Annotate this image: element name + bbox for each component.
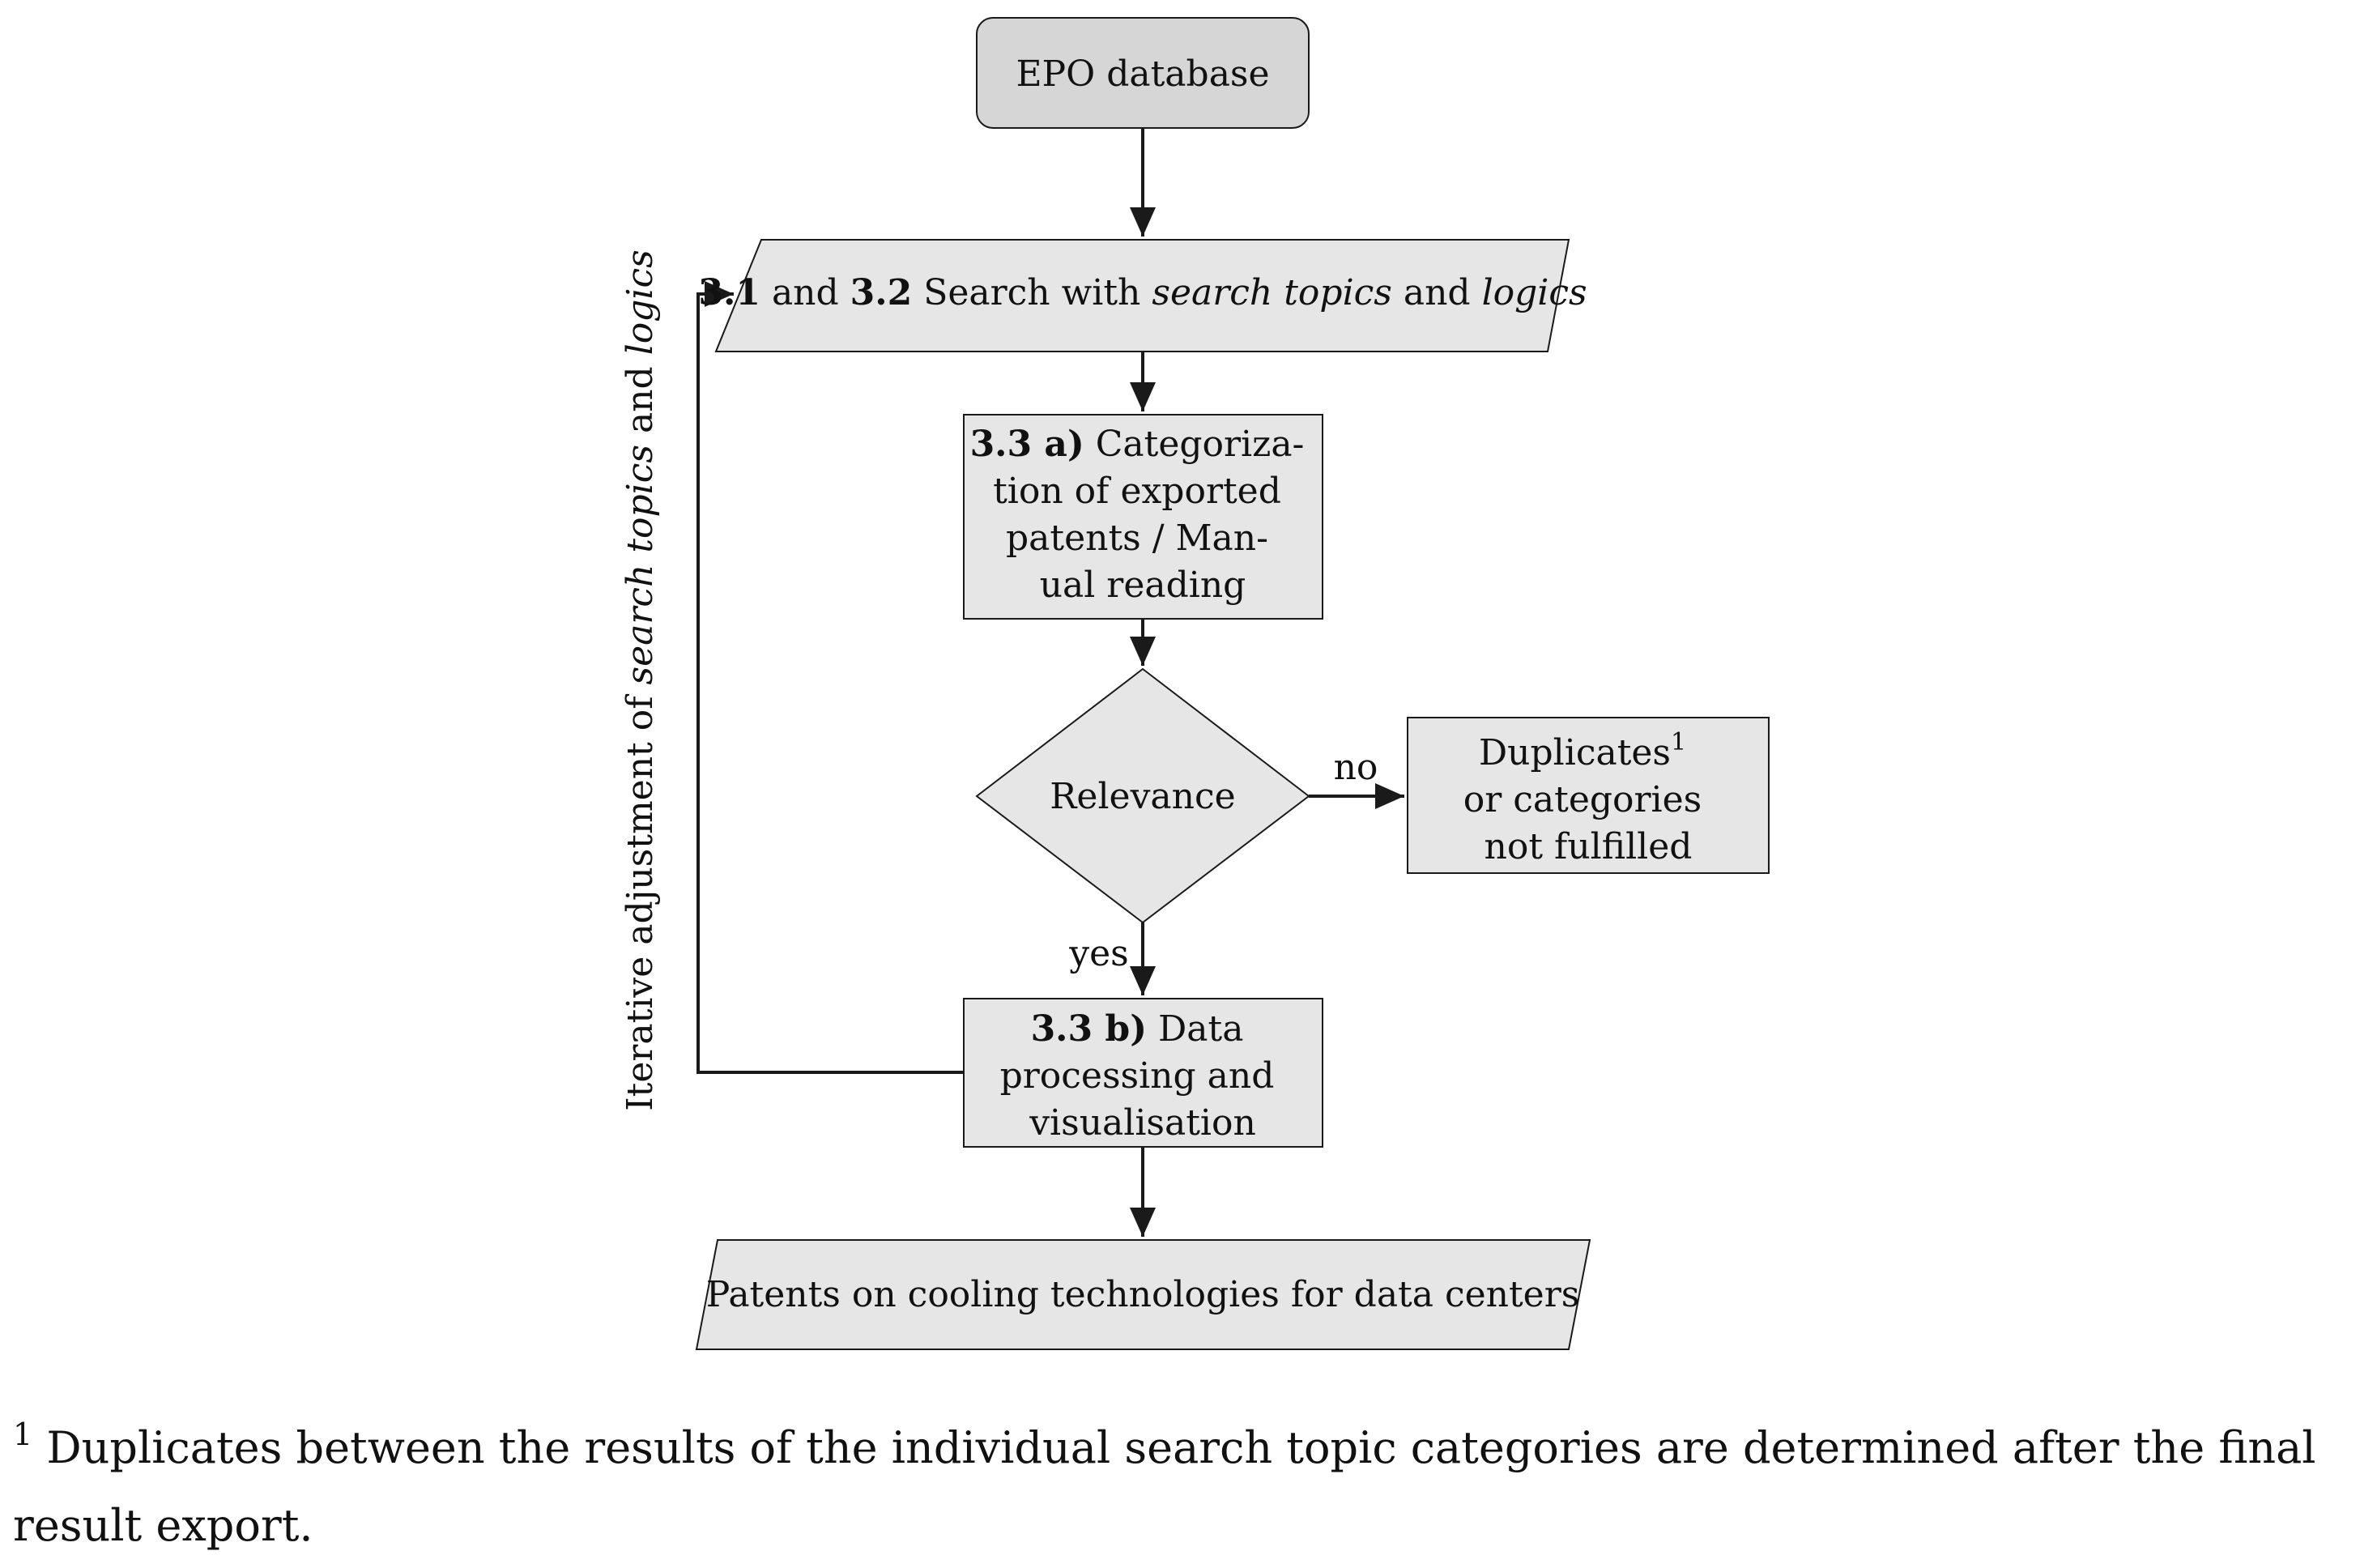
processing-label: 3.3 b) Data processing and visualisation: [1000, 1008, 1286, 1144]
categorization-line-4: ual reading: [1040, 565, 1246, 606]
processing-line-1-text: Data: [1147, 1008, 1243, 1050]
feedback-italic-1: search topics: [620, 445, 661, 684]
feedback-label: Iterative adjustment of search topics an…: [620, 249, 661, 1110]
categorization-line-3: patents / Man-: [1006, 518, 1268, 559]
categorization-label: 3.3 a) Categoriza- tion of exported pate…: [970, 424, 1316, 606]
duplicates-line-3: not fulfilled: [1485, 826, 1693, 867]
search-bold-1: 3.1: [698, 272, 760, 313]
feedback-arrow: [696, 281, 964, 1074]
processing-line-2: processing and: [1000, 1055, 1275, 1097]
relevance-label: Relevance: [1050, 776, 1235, 817]
feedback-italic-2: logics: [620, 249, 661, 355]
patents-output-label: Patents on cooling technologies for data…: [706, 1274, 1580, 1315]
search-label: 3.1 and 3.2 Search with search topics an…: [698, 272, 1587, 313]
feedback-text-2: and: [620, 355, 661, 445]
yes-label: yes: [1068, 933, 1128, 974]
search-italic-1: search topics: [1152, 272, 1391, 313]
epo-database-label: EPO database: [1016, 53, 1269, 95]
search-text-2: Search with: [912, 272, 1152, 313]
processing-bold: 3.3 b): [1031, 1008, 1147, 1050]
duplicates-line-2: or categories: [1463, 779, 1702, 820]
categorization-line-2: tion of exported: [993, 471, 1281, 512]
processing-line-3: visualisation: [1029, 1102, 1256, 1144]
feedback-text-1: Iterative adjustment of: [620, 685, 661, 1111]
categorization-node: [963, 414, 1323, 620]
footnote: 1 Duplicates between the results of the …: [13, 1409, 2362, 1565]
duplicates-label: Duplicates1 or categories not fulfilled: [1463, 718, 1714, 867]
no-label: no: [1334, 747, 1378, 788]
search-node: [714, 239, 1570, 352]
duplicates-line-1-text: Duplicates: [1479, 732, 1671, 773]
search-italic-2: logics: [1482, 272, 1587, 313]
search-bold-2: 3.2: [850, 272, 913, 313]
search-text-3: and: [1392, 272, 1482, 313]
duplicates-line-1: Duplicates1: [1479, 728, 1686, 773]
patents-output-node: [695, 1239, 1591, 1350]
processing-line-1: 3.3 b) Data: [1031, 1008, 1244, 1050]
processing-node: [963, 998, 1323, 1148]
footnote-marker: 1: [13, 1417, 33, 1452]
footnote-text: Duplicates between the results of the in…: [13, 1422, 2316, 1551]
search-text-1: and: [760, 272, 850, 313]
categorization-line-1-text: Categoriza-: [1084, 424, 1305, 465]
categorization-bold: 3.3 a): [970, 424, 1084, 465]
categorization-line-1: 3.3 a) Categoriza-: [970, 424, 1305, 465]
duplicates-superscript: 1: [1671, 728, 1686, 756]
duplicates-node: [1407, 717, 1770, 874]
